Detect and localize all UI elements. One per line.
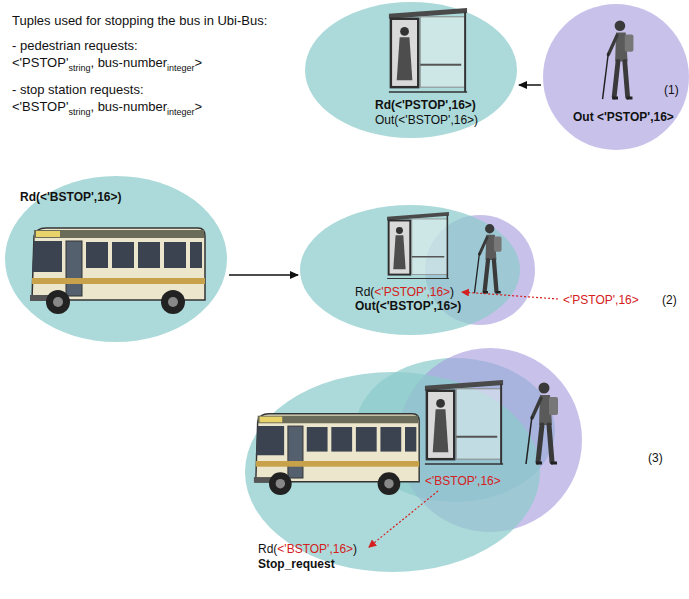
note-text: <'PSTOP' [12, 55, 68, 70]
bus-shelter [387, 212, 449, 278]
arrow-connector [519, 84, 541, 86]
text-line: Out(<'BSTOP',16>) [355, 299, 461, 313]
zone-fill [543, 4, 689, 150]
bus-zone: Rd(<'BSTOP',16>) [5, 176, 227, 342]
label-line: <'BSTOP'string, bus-numberinteger> [12, 98, 202, 121]
text-line: Rd(<'BSTOP',16>) [258, 542, 357, 556]
bus-shelter [389, 8, 467, 92]
zone-outline [300, 205, 520, 335]
text-line: Rd(<'PSTOP',16>) [375, 98, 476, 112]
text-line: Out <'PSTOP',16> [573, 110, 674, 124]
zone-fill [245, 372, 540, 572]
note-text: > [195, 99, 203, 114]
zone-fill [305, 2, 517, 138]
label-line: - pedestrian requests: [12, 37, 138, 54]
operation-text: ) [450, 285, 454, 299]
zone-fill [300, 205, 520, 335]
label-line: - stop station requests: [12, 81, 144, 98]
zone-outline [543, 4, 689, 150]
operation-text: Rd(<'BSTOP',16>) [20, 190, 122, 204]
operation-text: Stop_request [258, 557, 335, 571]
note-text: - pedestrian requests: [12, 38, 138, 53]
operation-text: Out(<'BSTOP',16>) [355, 299, 461, 313]
label-line: <'PSTOP'string, bus-numberinteger> [12, 54, 202, 77]
type-subscript: string [68, 107, 90, 117]
operation-text: ) [353, 542, 357, 556]
arrow-connector [229, 274, 298, 276]
operation-text: Rd( [355, 285, 374, 299]
note-text: , bus-number [90, 99, 167, 114]
label-line: <'BSTOP',16> [425, 473, 501, 489]
pedestrian-zone: Out <'PSTOP',16> [543, 4, 689, 150]
operation-text: Rd( [258, 542, 277, 556]
bus-stop-zone: Rd(<'PSTOP',16>)Out(<'BSTOP',16>) [300, 205, 520, 335]
operation-text: Out(<'BSTOP',16>) [375, 113, 478, 127]
operation-text: Rd(<'PSTOP',16>) [375, 98, 476, 112]
step-number: (2) [662, 293, 677, 307]
operation-text: Out <'PSTOP',16> [573, 110, 674, 124]
note-text: , bus-number [90, 55, 167, 70]
text-line: Stop_request [258, 557, 335, 571]
label-line: (2) [662, 292, 677, 308]
type-subscript: integer [167, 107, 195, 117]
tuple-message: <'BSTOP',16> [277, 542, 353, 556]
label-line: Tuples used for stopping the bus in Ubi-… [12, 12, 267, 29]
tuple-message: <'PSTOP',16> [563, 293, 639, 307]
type-subscript: string [68, 63, 90, 73]
zone-fill [5, 176, 227, 342]
text-line: Rd(<'PSTOP',16>) [355, 285, 454, 299]
label-line: (3) [648, 450, 663, 466]
step-number: (3) [648, 451, 663, 465]
label-line: (1) [664, 82, 679, 98]
text-line: Rd(<'BSTOP',16>) [20, 190, 122, 204]
type-subscript: integer [167, 63, 195, 73]
note-text: > [195, 55, 203, 70]
label-line: <'PSTOP',16> [563, 292, 639, 308]
bus-stop-zone: Rd(<'PSTOP',16>)Out(<'BSTOP',16>) [305, 2, 517, 138]
tuple-message: <'PSTOP',16> [374, 285, 450, 299]
tuple-message: <'BSTOP',16> [425, 474, 501, 488]
note-text: Tuples used for stopping the bus in Ubi-… [12, 13, 267, 28]
bus-zone: Rd(<'BSTOP',16>)Stop_request [245, 372, 540, 572]
note-text: - stop station requests: [12, 82, 144, 97]
bus-shelter [425, 380, 503, 464]
step-number: (1) [664, 83, 679, 97]
text-line: Out(<'BSTOP',16>) [375, 113, 478, 127]
note-text: <'BSTOP' [12, 99, 68, 114]
